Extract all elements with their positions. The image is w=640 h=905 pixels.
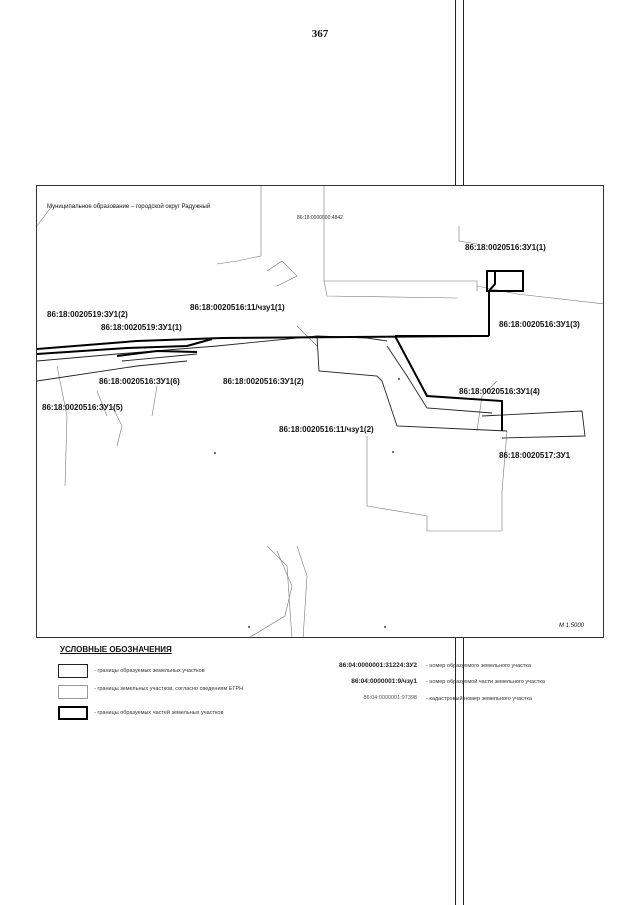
egrn-boundary [366, 430, 508, 532]
legend-swatch-formed-parts [58, 706, 88, 720]
egrn-boundary [216, 186, 262, 265]
parcel-label-519-1: 86:18:0020519:ЗУ1(1) [101, 323, 182, 332]
legend-desc-formed-part: - номер образуемой части земельного учас… [426, 679, 545, 685]
zu-boundary [316, 335, 508, 432]
egrn-boundary [37, 205, 53, 227]
map-mark [398, 378, 400, 380]
legend-swatch-egrn-parcels [58, 685, 88, 699]
part-boundary [488, 271, 496, 336]
zu-boundary [37, 335, 318, 362]
zu-boundary [481, 410, 586, 439]
egrn-boundary [249, 550, 293, 637]
parcel-label-zu1-1: 86:18:0020516:ЗУ1(1) [465, 243, 546, 252]
egrn-boundary [96, 390, 108, 417]
legend-text-formed-parts: - границы образуемых частей земельных уч… [94, 710, 224, 716]
egrn-boundary [476, 380, 498, 432]
map-mark [392, 451, 394, 453]
legend-code-formed-parcel: 86:04:0000001:31224:ЗУ2 [339, 662, 417, 669]
zu-boundary [37, 360, 188, 382]
map-scale: М 1:5000 [559, 623, 585, 629]
egrn-boundary [266, 545, 293, 637]
egrn-boundary [151, 385, 158, 417]
map-mark [214, 452, 216, 454]
parcel-label-519-2: 86:18:0020519:ЗУ1(2) [47, 310, 128, 319]
legend-text-egrn-parcels: - границы земельных участков, согласно с… [94, 686, 244, 692]
egrn-boundary [111, 405, 123, 447]
map-drawing [37, 186, 603, 637]
egrn-boundary [458, 226, 478, 245]
legend-desc-formed-parcel: - номер образуемого земельного участка [426, 663, 532, 669]
cadastral-map: Муниципальное образование – городской ок… [36, 185, 604, 638]
legend-desc-cadastral: - кадастровый номер земельного участка [426, 696, 532, 702]
legend-code-formed-part: 86:04:0000001:9/чзу1 [351, 678, 417, 685]
egrn-boundary [323, 280, 458, 299]
egrn-boundary [296, 325, 318, 347]
map-mark [384, 626, 386, 628]
parcel-label-zu1-3: 86:18:0020516:ЗУ1(3) [499, 320, 580, 329]
parcel-part-label-chzu1-1: 86:18:0020516:11/чзу1(1) [190, 303, 285, 312]
zu-boundary [386, 345, 493, 414]
municipality-label: Муниципальное образование – городской ок… [47, 204, 211, 210]
egrn-boundary [56, 365, 68, 487]
part-boundary [37, 335, 489, 350]
egrn-boundary [476, 285, 603, 305]
cadastral-label-small: 86:18:0000000:4842 [297, 215, 343, 221]
legend-code-cadastral: 86:04:0000001:97398 [363, 695, 417, 701]
parcel-label-zu1-4: 86:18:0020516:ЗУ1(4) [459, 387, 540, 396]
parcel-part-label-chzu1-2: 86:18:0020516:11/чзу1(2) [279, 425, 374, 434]
part-boundary [486, 270, 524, 292]
zu-boundary [121, 353, 198, 362]
parcel-label-zu1-6: 86:18:0020516:ЗУ1(6) [99, 377, 180, 386]
page-number: 367 [311, 28, 329, 40]
egrn-boundary [323, 186, 478, 291]
part-boundary [116, 349, 198, 357]
legend-title: УСЛОВНЫЕ ОБОЗНАЧЕНИЯ [60, 645, 172, 654]
map-mark [248, 626, 250, 628]
part-boundary [394, 335, 503, 431]
parcel-label-517: 86:18:0020517:ЗУ1 [499, 451, 571, 460]
egrn-boundary [266, 260, 298, 287]
legend-text-formed-parcels: - границы образуемых земельных участков [94, 668, 205, 674]
parcel-label-zu1-2: 86:18:0020516:ЗУ1(2) [223, 377, 304, 386]
legend-swatch-formed-parcels [58, 664, 88, 678]
part-boundary [37, 338, 213, 355]
egrn-boundary [296, 545, 308, 637]
parcel-label-zu1-5: 86:18:0020516:ЗУ1(5) [42, 403, 123, 412]
